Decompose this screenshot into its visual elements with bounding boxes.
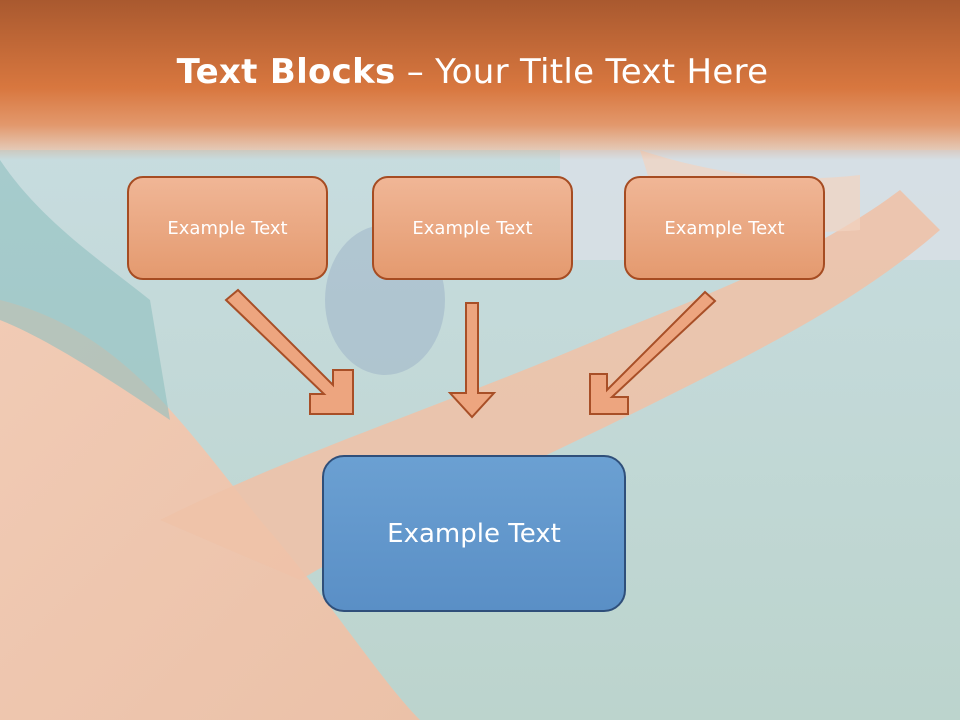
text-block-2-label: Example Text: [412, 217, 533, 239]
center-text-block[interactable]: Example Text: [322, 455, 626, 612]
arrow-left: [224, 288, 354, 415]
text-block-3-label: Example Text: [664, 217, 785, 239]
arrow-right: [589, 290, 717, 415]
arrow-center: [447, 302, 497, 419]
title-rest: – Your Title Text Here: [395, 52, 769, 92]
slide-title: Text Blocks – Your Title Text Here: [0, 52, 945, 92]
text-block-2[interactable]: Example Text: [372, 176, 573, 280]
swimsuit-shape: [0, 160, 170, 420]
text-block-1-label: Example Text: [167, 217, 288, 239]
center-text-block-label: Example Text: [387, 518, 561, 549]
title-strong: Text Blocks: [176, 52, 396, 92]
text-block-1[interactable]: Example Text: [127, 176, 328, 280]
text-block-3[interactable]: Example Text: [624, 176, 825, 280]
title-band: [0, 0, 960, 160]
